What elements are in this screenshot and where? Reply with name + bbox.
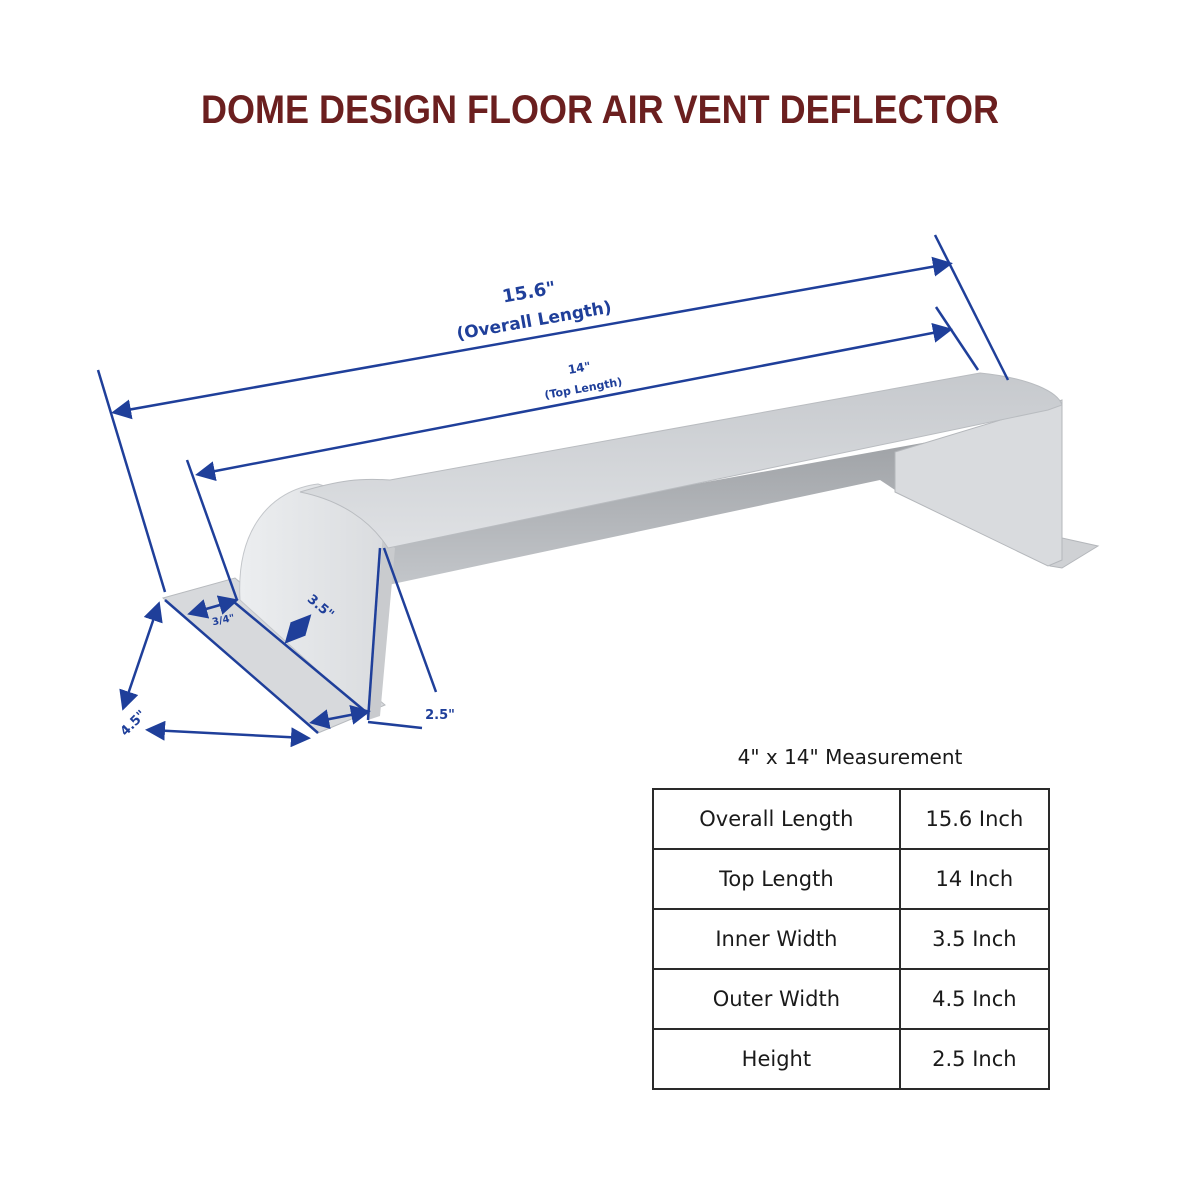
- flange-edge-line: [164, 599, 319, 734]
- row-label: Inner Width: [652, 908, 901, 970]
- table-row: Inner Width 3.5 Inch: [652, 908, 1051, 970]
- row-value: 4.5 Inch: [898, 968, 1051, 1030]
- deflector-product: [161, 372, 1100, 734]
- overall-extension-left: [96, 369, 167, 593]
- row-value: 14 Inch: [898, 848, 1051, 910]
- table-row: Top Length 14 Inch: [652, 848, 1051, 910]
- top-length-arrow: [195, 323, 953, 481]
- height-extension: [382, 547, 438, 693]
- height-base-line: [367, 720, 423, 730]
- table-row: Overall Length 15.6 Inch: [652, 788, 1051, 850]
- row-label: Height: [652, 1028, 901, 1090]
- outer-width-label: 4.5": [118, 708, 150, 740]
- top-extension-left: [185, 459, 239, 601]
- height-label: 2.5": [425, 708, 455, 723]
- top-extension-right: [934, 306, 980, 371]
- row-value: 15.6 Inch: [898, 788, 1051, 850]
- row-value: 2.5 Inch: [898, 1028, 1051, 1090]
- row-label: Outer Width: [652, 968, 901, 1030]
- table-row: Height 2.5 Inch: [652, 1028, 1051, 1090]
- row-label: Top Length: [652, 848, 901, 910]
- page-title: DOME DESIGN FLOOR AIR VENT DEFLECTOR: [200, 88, 1000, 132]
- inner-width-guide: [233, 601, 367, 713]
- lip-label: 3/4": [211, 613, 236, 628]
- row-label: Overall Length: [652, 788, 901, 850]
- lip-arrow: [187, 595, 239, 619]
- bottom-width-arrow: [145, 720, 311, 748]
- front-face: [368, 540, 395, 720]
- height-vertical: [366, 547, 382, 721]
- measurement-table: Overall Length 15.6 Inch Top Length 14 I…: [652, 788, 1051, 1090]
- inner-width-arrow: [284, 614, 312, 644]
- outer-width-arrow: [119, 601, 163, 711]
- table-row: Outer Width 4.5 Inch: [652, 968, 1051, 1030]
- row-value: 3.5 Inch: [898, 908, 1051, 970]
- base-arrow: [309, 705, 371, 729]
- overall-length-value: 15.6": [501, 278, 558, 308]
- top-length-label: (Top Length): [544, 375, 624, 401]
- table-caption: 4" x 14" Measurement: [737, 745, 963, 769]
- dimension-lines: [96, 234, 1010, 748]
- top-length-value: 14": [567, 359, 592, 377]
